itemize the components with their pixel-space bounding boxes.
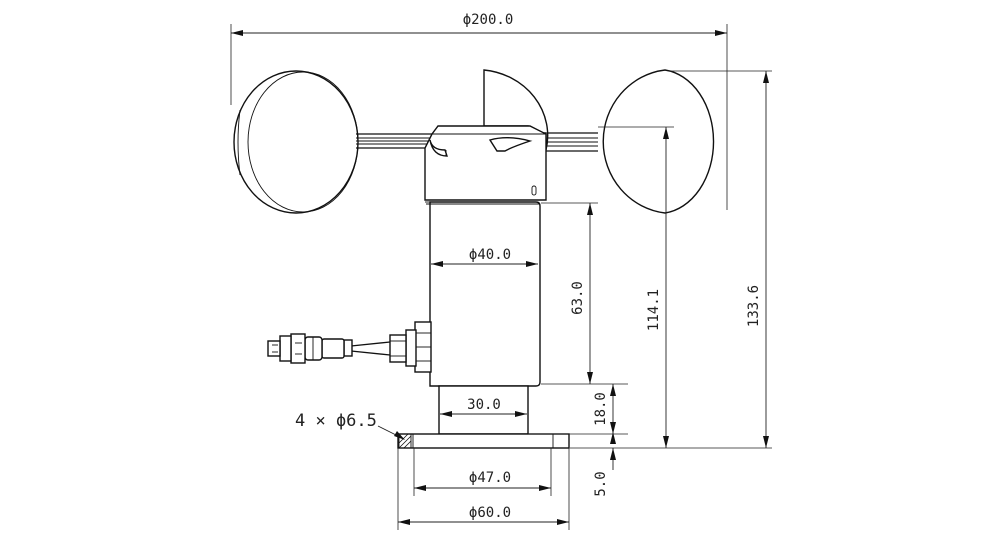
mounting-hole-callout: 4 × ϕ6.5 [295, 411, 405, 440]
dim-flange-diameter: ϕ60.0 [397, 448, 570, 530]
dim-label-mounting-holes: 4 × ϕ6.5 [295, 411, 377, 431]
right-arm [546, 132, 598, 152]
dim-neck-diameter: 30.0 [440, 397, 527, 417]
dim-label-flange-diameter: ϕ60.0 [469, 505, 511, 521]
left-cup [233, 70, 359, 214]
dim-total-height: 133.6 [668, 70, 772, 448]
mounting-hole-hatch [398, 433, 412, 449]
dim-bolt-circle: ϕ47.0 [413, 448, 552, 496]
right-cup [602, 69, 715, 214]
dim-label-overall-width: ϕ200.0 [463, 12, 514, 28]
dim-label-cup-axis-height: 114.1 [646, 289, 662, 331]
dim-label-total-height: 133.6 [746, 285, 762, 327]
dim-body-height: 63.0 [541, 202, 628, 385]
dim-flange-thickness: 5.0 [593, 432, 616, 497]
dim-cup-axis-height: 114.1 [570, 126, 772, 449]
dim-overall-width: ϕ200.0 [230, 12, 728, 210]
cable-connector [267, 321, 432, 373]
mounting-flange [397, 433, 570, 449]
main-body [425, 201, 541, 387]
hub [424, 125, 547, 201]
dim-label-neck-height: 18.0 [593, 392, 609, 426]
dim-label-flange-thickness: 5.0 [593, 471, 609, 496]
dim-body-diameter: ϕ40.0 [431, 247, 538, 267]
dim-label-neck-diameter: 30.0 [467, 397, 501, 413]
dim-label-body-height: 63.0 [570, 281, 586, 315]
dim-label-bolt-circle: ϕ47.0 [469, 470, 511, 486]
left-arm [356, 133, 433, 149]
dim-label-body-diameter: ϕ40.0 [469, 247, 511, 263]
dim-neck-height: 18.0 [528, 384, 628, 435]
